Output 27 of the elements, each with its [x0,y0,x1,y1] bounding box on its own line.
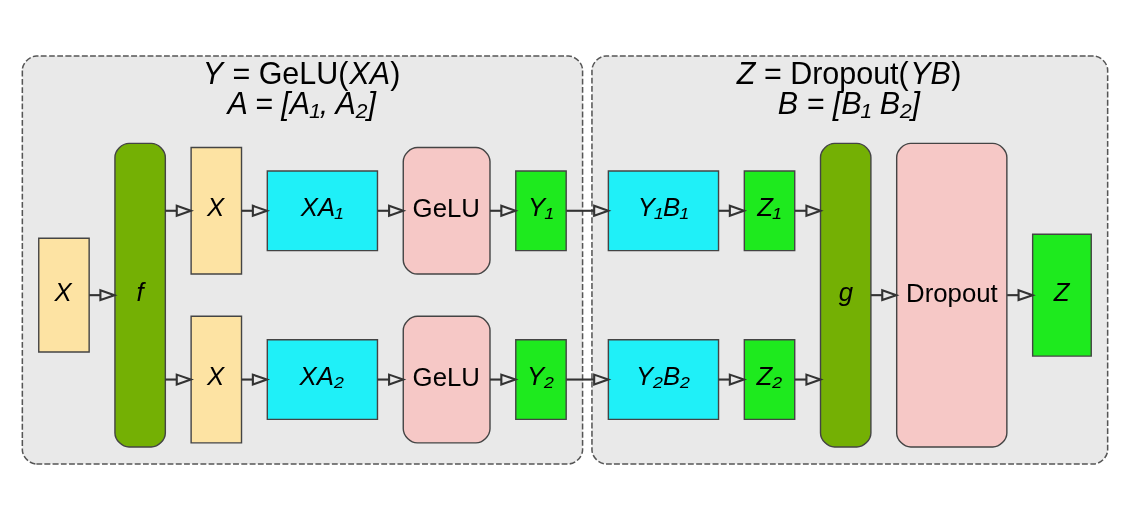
arrow [165,203,195,217]
node-box: Y₁ [515,169,567,251]
arrow [566,372,612,386]
arrow [795,372,824,386]
arrow [566,203,612,217]
node-box: Z₂ [743,338,796,420]
arrow [377,372,407,386]
arrow [241,372,271,386]
arrow [490,372,519,386]
arrow [1007,288,1036,302]
node-box: Y₂ [515,338,567,420]
node-box: XA₁ [266,169,379,251]
node-box: X [190,146,243,275]
node-box: g [819,142,872,448]
node-box: Y₁B₁ [607,169,720,251]
arrow [165,372,195,386]
node-box: X [190,315,243,444]
node-box: X [38,237,90,353]
node-box: f [114,142,167,448]
node-box: GeLU [402,146,491,275]
node-box: Dropout [896,142,1008,448]
node-box: XA₂ [266,338,379,420]
node-box: GeLU [402,315,491,444]
node-box: Z [1031,233,1092,357]
node-box: Y₂B₂ [607,338,720,420]
arrow [718,372,748,386]
node-box: Z₁ [743,169,796,251]
